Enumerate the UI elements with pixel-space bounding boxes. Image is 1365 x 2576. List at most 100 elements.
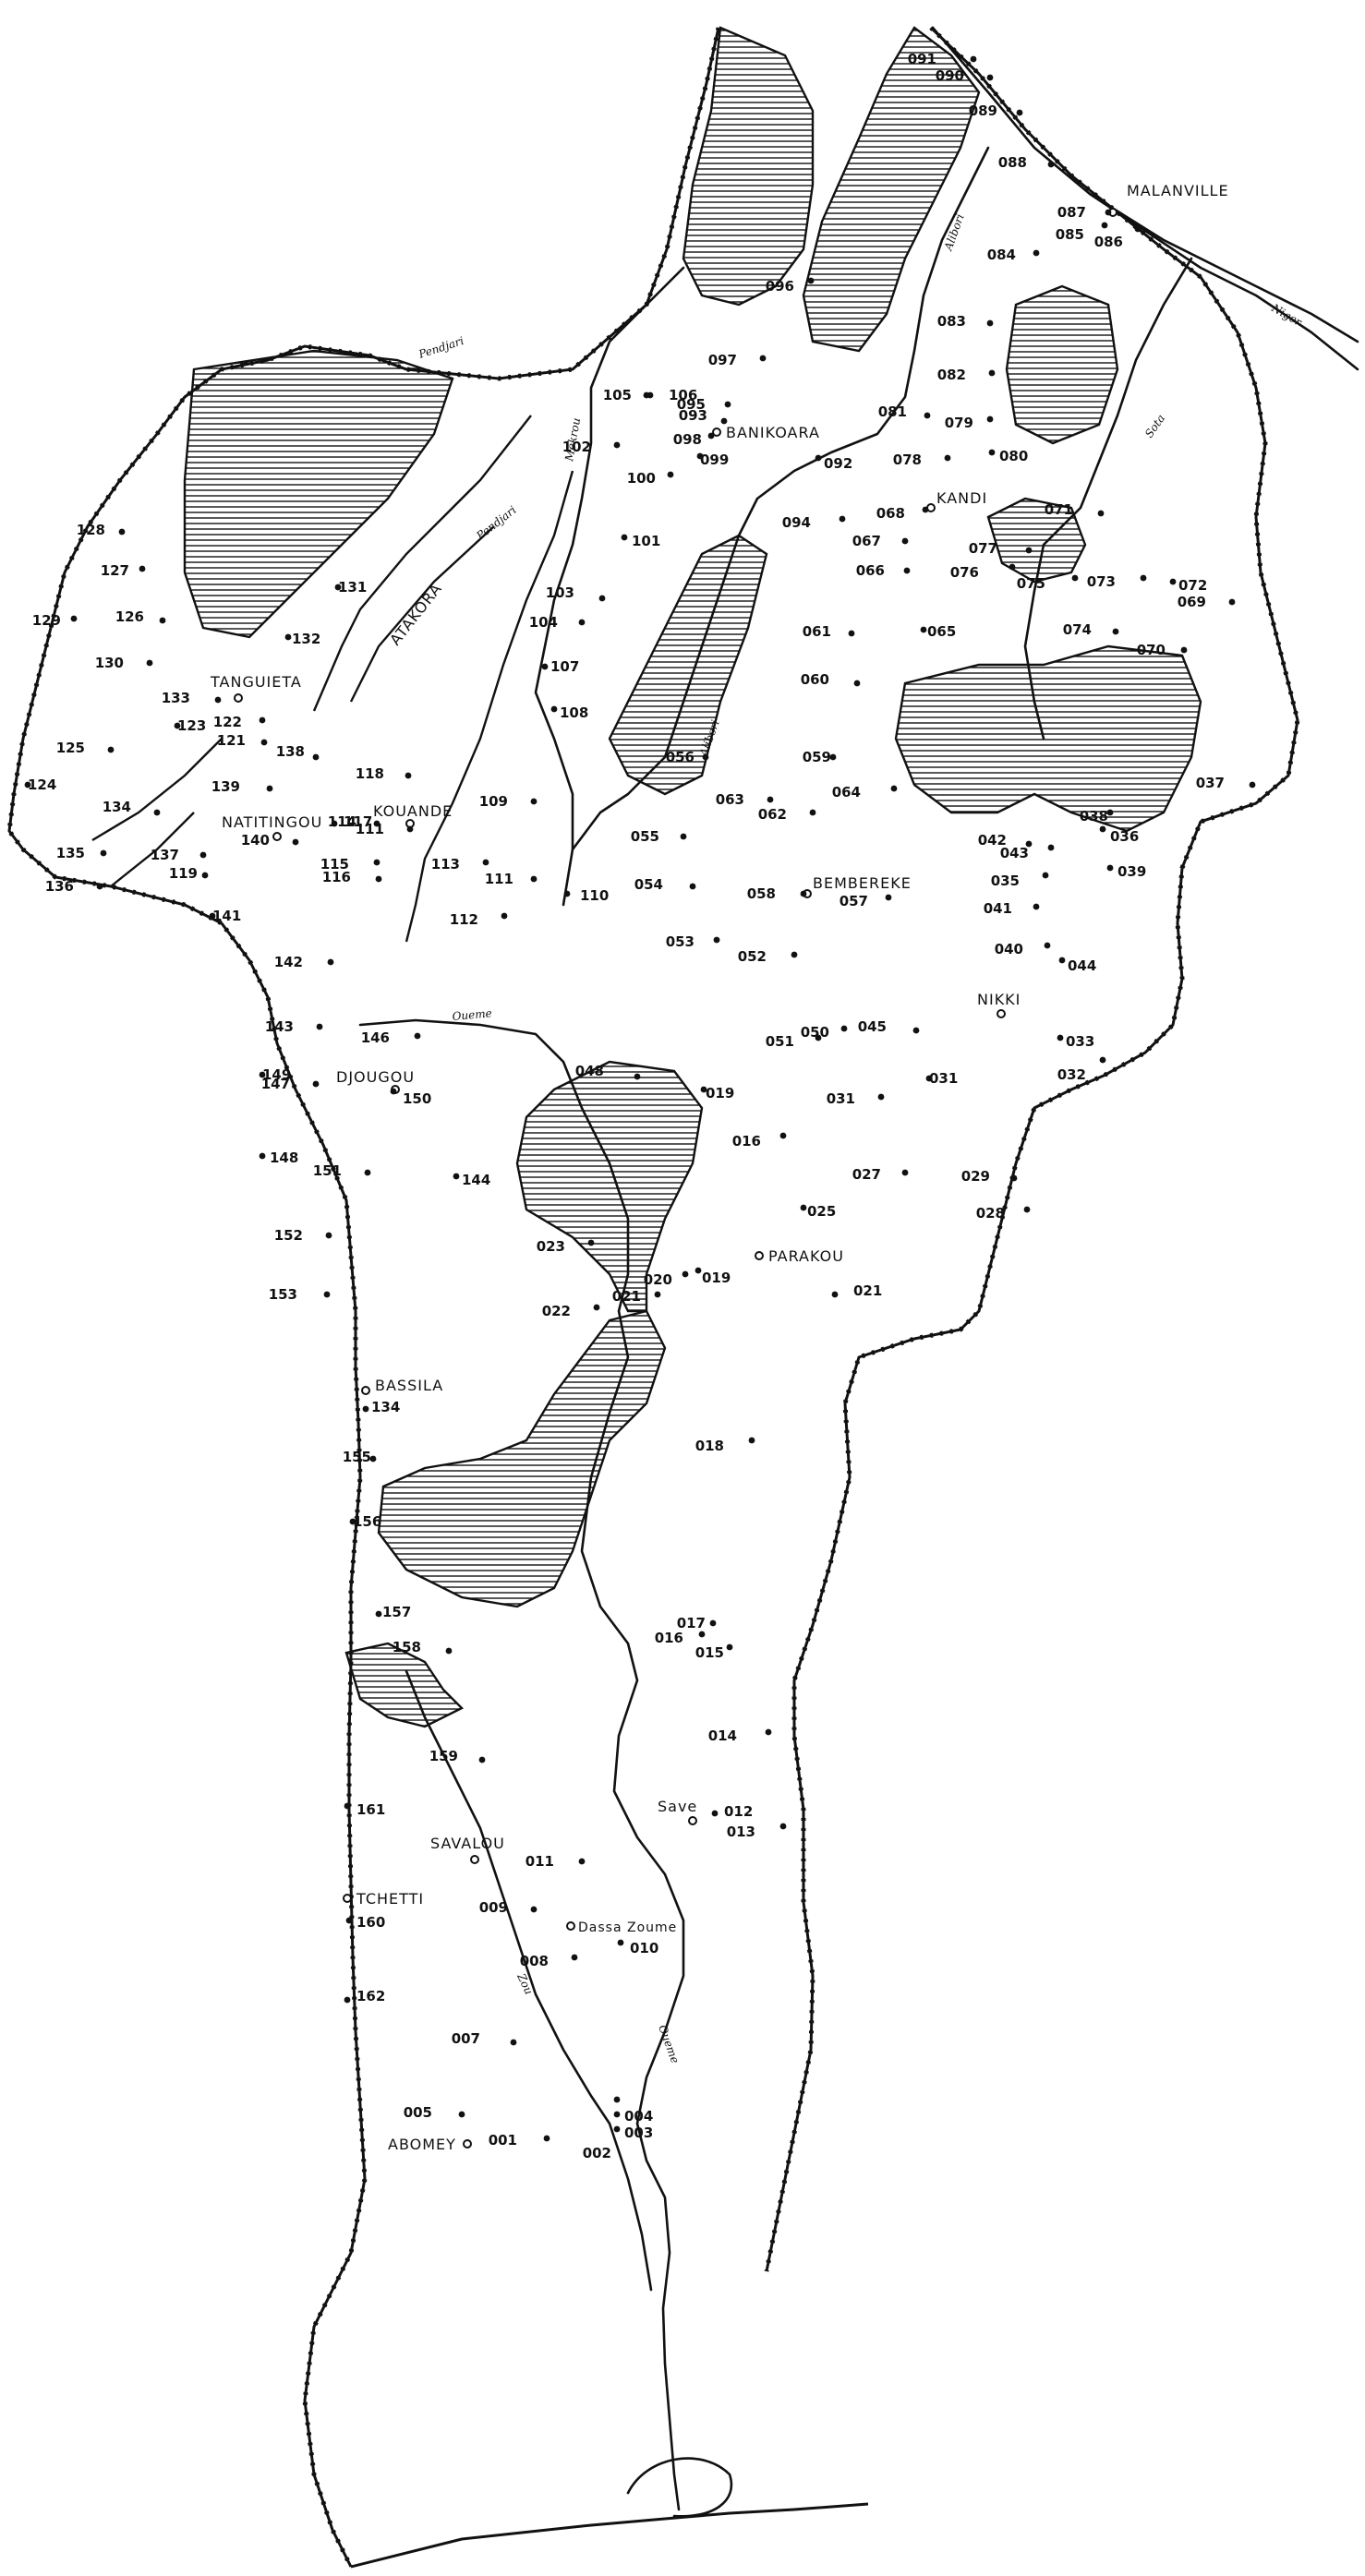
sample-point: 048 xyxy=(575,1063,641,1080)
sample-point-label: 134 xyxy=(371,1399,400,1415)
sample-point: 044 xyxy=(1058,957,1096,974)
sample-point-dot xyxy=(550,705,558,713)
town-label: DJOUGOU xyxy=(336,1068,415,1086)
sample-point-dot xyxy=(707,432,715,439)
sample-point-dot xyxy=(24,781,31,788)
sample-point: 102 xyxy=(562,439,621,455)
sample-point: 113 xyxy=(431,856,489,873)
sample-point: 159 xyxy=(429,1748,486,1764)
sample-point-dot xyxy=(107,746,115,753)
sample-point-dot xyxy=(345,1917,353,1924)
sample-point-label: 108 xyxy=(560,704,588,721)
sample-point-dot xyxy=(1071,574,1079,582)
sample-point-dot xyxy=(571,1954,578,1961)
sample-point: 097 xyxy=(708,352,767,368)
sample-point: 143 xyxy=(265,1018,323,1035)
sample-point-dot xyxy=(530,1906,538,1913)
sample-point-label: 002 xyxy=(583,2145,611,2161)
sample-point-dot xyxy=(1025,840,1033,848)
sample-point: 100 xyxy=(627,470,674,487)
sample-point-label: 055 xyxy=(631,828,659,845)
sample-point-dot xyxy=(698,1631,706,1638)
sample-point-dot xyxy=(1047,161,1055,168)
sample-point-dot xyxy=(501,912,508,920)
sample-point-dot xyxy=(779,1823,787,1830)
sample-point-label: 021 xyxy=(612,1288,641,1305)
sample-point-label: 064 xyxy=(832,784,861,800)
sample-point: 001 xyxy=(489,2132,550,2149)
sample-point-label: 033 xyxy=(1066,1033,1094,1050)
sample-point: 155 xyxy=(343,1449,377,1465)
sample-point-label: 007 xyxy=(452,2030,480,2047)
sample-point-label: 077 xyxy=(969,540,997,557)
zone-savalou xyxy=(344,1642,465,1728)
sample-point: 095 xyxy=(677,396,731,413)
sample-point-dot xyxy=(1016,109,1023,116)
sample-point-dot xyxy=(767,796,774,803)
sample-point: 004 xyxy=(613,2096,653,2125)
sample-point-dot xyxy=(96,883,103,890)
sample-point: 124 xyxy=(24,776,56,793)
sample-point: 020 xyxy=(644,1270,689,1288)
town-label: MALANVILLE xyxy=(1127,182,1229,199)
zone-kandi xyxy=(1005,284,1119,445)
sample-point-dot xyxy=(478,1756,486,1763)
sample-point-label: 111 xyxy=(485,871,513,887)
sample-point-dot xyxy=(1058,957,1066,964)
sample-point: 066 xyxy=(856,562,911,579)
zone-pendjari xyxy=(183,349,454,639)
sample-point-dot xyxy=(344,1996,351,2004)
zone-centre xyxy=(515,1060,704,1313)
sample-point-label: 040 xyxy=(995,941,1023,957)
sample-point: 002 xyxy=(583,2125,621,2161)
river-label-niger: Niger xyxy=(1269,301,1305,330)
sample-point: 016 xyxy=(655,1630,706,1646)
sample-point-label: 061 xyxy=(803,623,831,640)
sample-point: 019 xyxy=(695,1267,731,1286)
sample-point-label: 070 xyxy=(1137,642,1166,658)
sample-point: 052 xyxy=(738,948,798,965)
town-label: SAVALOU xyxy=(430,1835,505,1852)
zone-east xyxy=(894,644,1202,833)
sample-point-dot xyxy=(613,2125,621,2133)
town-label: ABOMEY xyxy=(388,2136,456,2153)
sample-point: 098 xyxy=(673,431,715,448)
sample-point-dot xyxy=(689,883,696,890)
sample-point: 008 xyxy=(520,1953,578,1969)
sample-point-label: 128 xyxy=(77,522,105,538)
sample-point: 099 xyxy=(696,451,729,468)
sample-point-dot xyxy=(925,1075,933,1082)
sample-point: 084 xyxy=(987,247,1040,263)
sample-point-label: 050 xyxy=(801,1024,829,1041)
sample-point-dot xyxy=(680,833,687,840)
sample-point-dot xyxy=(1023,1206,1031,1213)
sample-point-label: 052 xyxy=(738,948,767,965)
sample-point: 079 xyxy=(945,415,994,431)
sample-point-label: 027 xyxy=(852,1166,881,1183)
sample-point-dot xyxy=(259,1152,266,1160)
sample-point-label: 065 xyxy=(927,623,956,640)
zone-alibori xyxy=(608,534,768,796)
sample-point-dot xyxy=(726,1643,733,1651)
sample-point-label: 139 xyxy=(211,778,240,795)
sample-point-label: 123 xyxy=(177,717,206,734)
sample-point-dot xyxy=(621,534,628,541)
sample-point-label: 057 xyxy=(840,893,868,909)
sample-point: 027 xyxy=(852,1166,909,1183)
sample-point-label: 058 xyxy=(747,885,776,902)
sample-point-label: 016 xyxy=(655,1630,683,1646)
sample-point: 094 xyxy=(782,514,846,531)
sample-point-label: 082 xyxy=(937,367,966,383)
sample-point-dot xyxy=(800,1204,807,1211)
sample-point: 104 xyxy=(529,614,586,631)
sample-point-label: 045 xyxy=(858,1018,887,1035)
sample-point: 137 xyxy=(151,847,207,863)
sample-point-dot xyxy=(654,1291,661,1298)
sample-point-dot xyxy=(312,1080,320,1088)
sample-point-dot xyxy=(724,401,731,408)
sample-point-dot xyxy=(1009,563,1016,571)
town-abomey: ABOMEY xyxy=(388,2136,472,2153)
town-label: BASSILA xyxy=(375,1377,443,1394)
sample-point-label: 104 xyxy=(529,614,558,631)
sample-point-dot xyxy=(903,567,911,574)
